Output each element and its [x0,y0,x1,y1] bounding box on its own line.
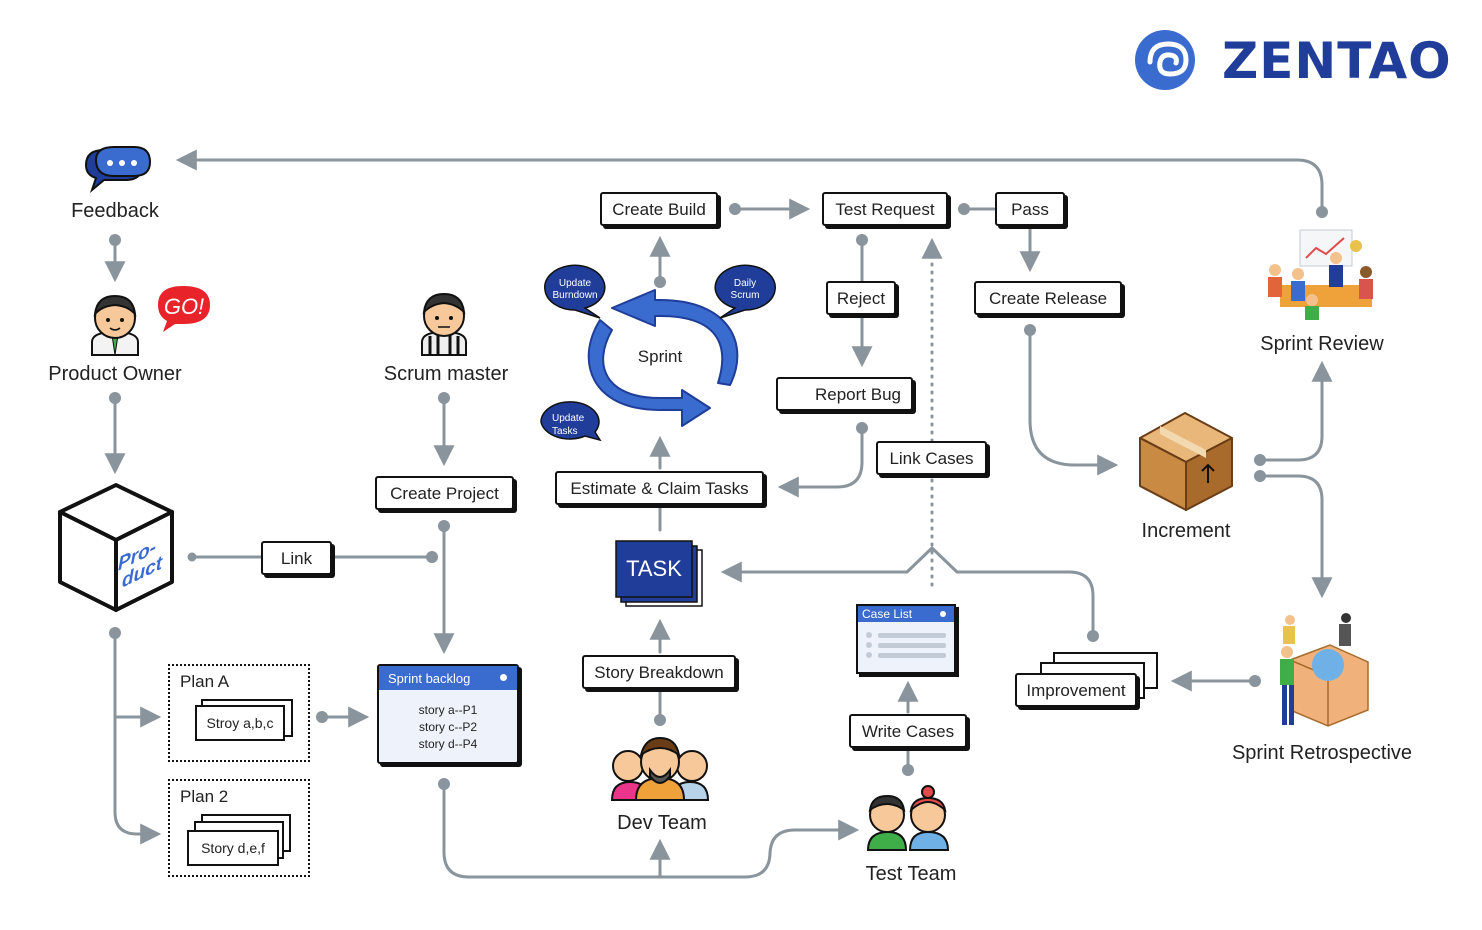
plan-a-title: Plan A [180,672,230,691]
scrum-master-label: Scrum master [383,363,509,385]
dot-icon [940,611,946,617]
brand-name: ZENTAO [1222,32,1452,90]
feedback-label: Feedback [71,200,159,222]
product-owner-label: Product Owner [48,363,182,385]
go-badge-icon [158,286,210,332]
pass-box[interactable]: Pass [995,192,1065,226]
link-box[interactable]: Link [261,541,332,575]
task-stack-icon [615,540,703,607]
sprint-backlog-panel[interactable]: Sprint backlog story a--P1 story c--P2 s… [377,664,519,764]
create-release-box[interactable]: Create Release [974,281,1122,315]
sprint-review-illustration [1268,229,1373,320]
increment-label: Increment [1141,520,1231,542]
test-team-label: Test Team [865,863,957,885]
plan-2-group[interactable]: Plan 2 Story d,e,f [168,779,310,877]
zentao-swirl-logo-icon [1135,30,1195,90]
product-owner-avatar [91,294,139,356]
sprint-backlog-title: Sprint backlog [388,670,471,686]
task-label[interactable]: TASK [626,556,682,581]
case-list-title: Case List [862,607,913,621]
sprint-bubbles [540,264,776,442]
sprint-backlog-items: story a--P1 story c--P2 story d--P4 [379,690,517,753]
dev-team-avatars [610,736,710,801]
sprint-backlog-header: Sprint backlog [379,666,517,690]
backlog-item: story a--P1 [418,703,478,717]
dev-team-label: Dev Team [617,812,707,834]
product-cube-icon [58,483,174,612]
plan-2-title: Plan 2 [180,787,229,806]
go-badge-text: GO! [163,294,205,319]
story-breakdown-box[interactable]: Story Breakdown [582,655,736,689]
backlog-item: story d--P4 [418,737,478,751]
case-list-header: Case List [858,606,954,622]
chat-bubbles-icon [84,146,152,194]
link-cases-box[interactable]: Link Cases [876,441,987,475]
backlog-item: story c--P2 [418,720,477,734]
scrum-master-avatar [421,292,467,356]
sprint-retrospective-label: Sprint Retrospective [1231,742,1413,764]
dot-icon [500,674,507,681]
plan-2-story-card: Story d,e,f [187,830,279,866]
sprint-retrospective-illustration [1280,613,1369,727]
case-list-panel[interactable]: Case List [856,604,956,674]
sprint-cycle [587,289,739,427]
plan-a-group[interactable]: Plan A Stroy a,b,c [168,664,310,762]
estimate-claim-tasks-box[interactable]: Estimate & Claim Tasks [555,471,764,505]
test-request-box[interactable]: Test Request [822,192,948,226]
create-project-box[interactable]: Create Project [375,476,514,510]
increment-box-icon [1139,412,1233,511]
plan-a-story-card: Stroy a,b,c [195,705,285,741]
sprint-review-label: Sprint Review [1260,333,1384,355]
sprint-label: Sprint [637,347,683,366]
improvement-box[interactable]: Improvement [1015,673,1137,707]
write-cases-box[interactable]: Write Cases [849,714,967,748]
report-bug-box[interactable]: Report Bug [776,377,913,411]
test-team-avatars [866,785,950,851]
list-lines-icon [858,622,954,668]
create-build-box[interactable]: Create Build [600,192,718,226]
reject-box[interactable]: Reject [826,281,896,315]
arrow-review-to-feedback [175,149,1328,218]
